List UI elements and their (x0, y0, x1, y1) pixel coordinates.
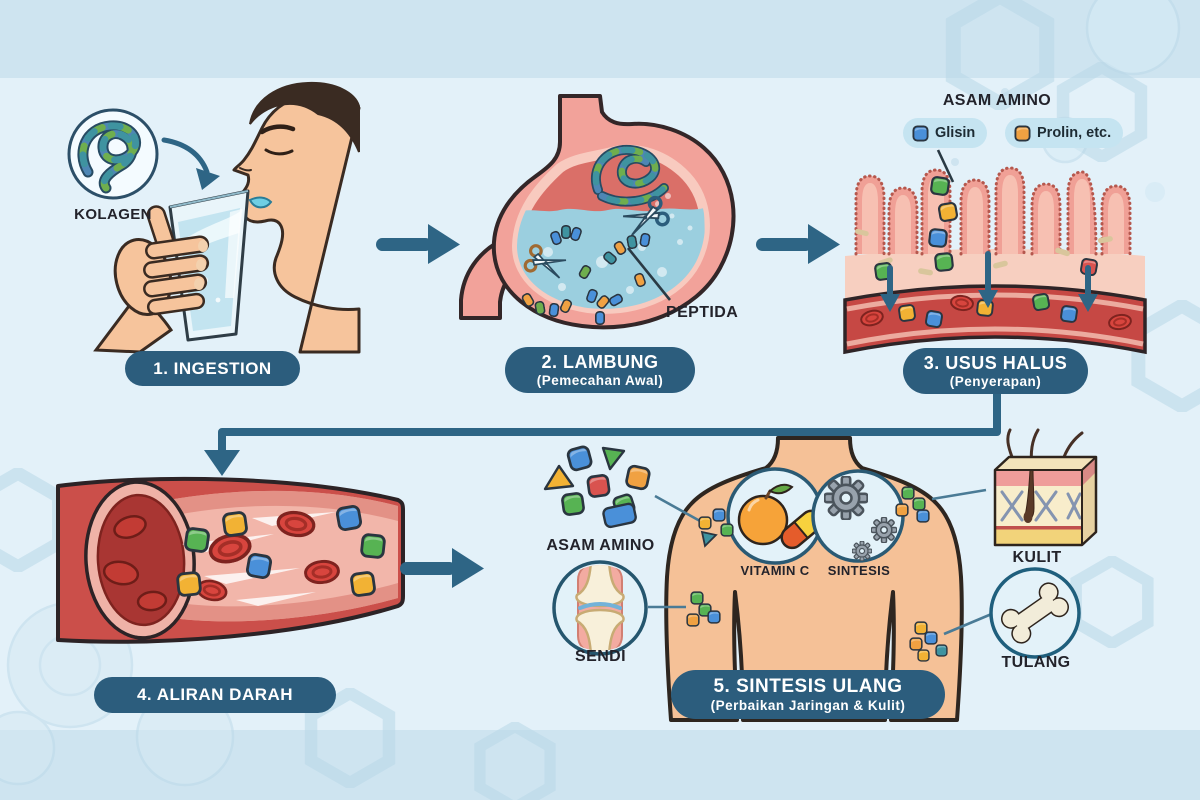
kolagen-label: KOLAGEN (74, 206, 152, 223)
arrow-right-icon (756, 224, 840, 264)
synthesis-illustration (543, 428, 1098, 722)
vessel-opening (84, 480, 196, 640)
hand-holding-glass (93, 205, 210, 354)
gear-icon (811, 469, 905, 563)
kulit-label: KULIT (1012, 549, 1062, 566)
collagen-in-stomach (591, 144, 669, 207)
badge-step2-title: 2. LAMBUNG (541, 351, 659, 372)
ingestion-illustration (67, 81, 361, 354)
peptida-pointer-line (626, 247, 672, 301)
nutrient-flecks (855, 228, 1113, 276)
sintesis-label: SINTESIS (827, 563, 891, 578)
bloodstream-illustration (56, 476, 405, 644)
badge-step5: 5. SINTESIS ULANG (Perbaikan Jaringan & … (671, 670, 945, 719)
glisin-pointer-line (936, 149, 955, 183)
amino-cluster (686, 486, 948, 662)
intestine-illustration (843, 149, 1147, 355)
badge-step4-title: 4. ALIRAN DARAH (136, 685, 294, 705)
badge-step2-subtitle: (Pemecahan Awal) (536, 372, 664, 388)
arrow-right-icon (400, 548, 484, 588)
asam-amino-heading: ASAM AMINO (942, 92, 1052, 109)
vitamin-c-label: VITAMIN C (740, 563, 810, 578)
bone-icon (989, 567, 1081, 659)
arrow-down-icon (204, 450, 240, 476)
badge-step1-title: 1. INGESTION (153, 358, 272, 378)
skin-icon (993, 428, 1098, 547)
curved-arrow-icon (161, 137, 220, 190)
kolagen-molecule-icon (67, 108, 159, 200)
callout-lines (648, 488, 995, 636)
legend-glisin-label: Glisin (935, 125, 976, 141)
badge-step3: 3. USUS HALUS (Penyerapan) (903, 348, 1088, 394)
person-drinking (232, 81, 361, 354)
sendi-label: SENDI (575, 648, 626, 665)
badge-step3-title: 3. USUS HALUS (923, 352, 1068, 373)
legend-prolin-label: Prolin, etc. (1037, 125, 1112, 141)
legend-glisin: Glisin (903, 118, 988, 148)
badge-step2: 2. LAMBUNG (Pemecahan Awal) (505, 347, 695, 393)
asam-amino-label: ASAM AMINO (546, 537, 655, 554)
arrow-right-icon (376, 224, 460, 264)
badge-step5-subtitle: (Perbaikan Jaringan & Kulit) (710, 697, 906, 713)
badge-step1: 1. INGESTION (125, 351, 300, 386)
badge-step5-title: 5. SINTESIS ULANG (713, 675, 903, 697)
stomach-illustration (459, 94, 736, 330)
badge-step3-subtitle: (Penyerapan) (949, 373, 1042, 389)
cube-icon (1014, 125, 1031, 142)
cube-icon (912, 125, 929, 142)
arrow-down-icon (880, 251, 1098, 312)
badge-step4: 4. ALIRAN DARAH (94, 677, 336, 713)
villi (854, 166, 1132, 256)
tulang-label: TULANG (1001, 654, 1071, 671)
amino-acid-scatter (543, 444, 652, 529)
connector-arrow-3-to-4 (204, 390, 1001, 476)
legend-prolin: Prolin, etc. (1005, 118, 1124, 148)
peptida-label: PEPTIDA (666, 304, 739, 321)
joint-icon (552, 560, 648, 656)
